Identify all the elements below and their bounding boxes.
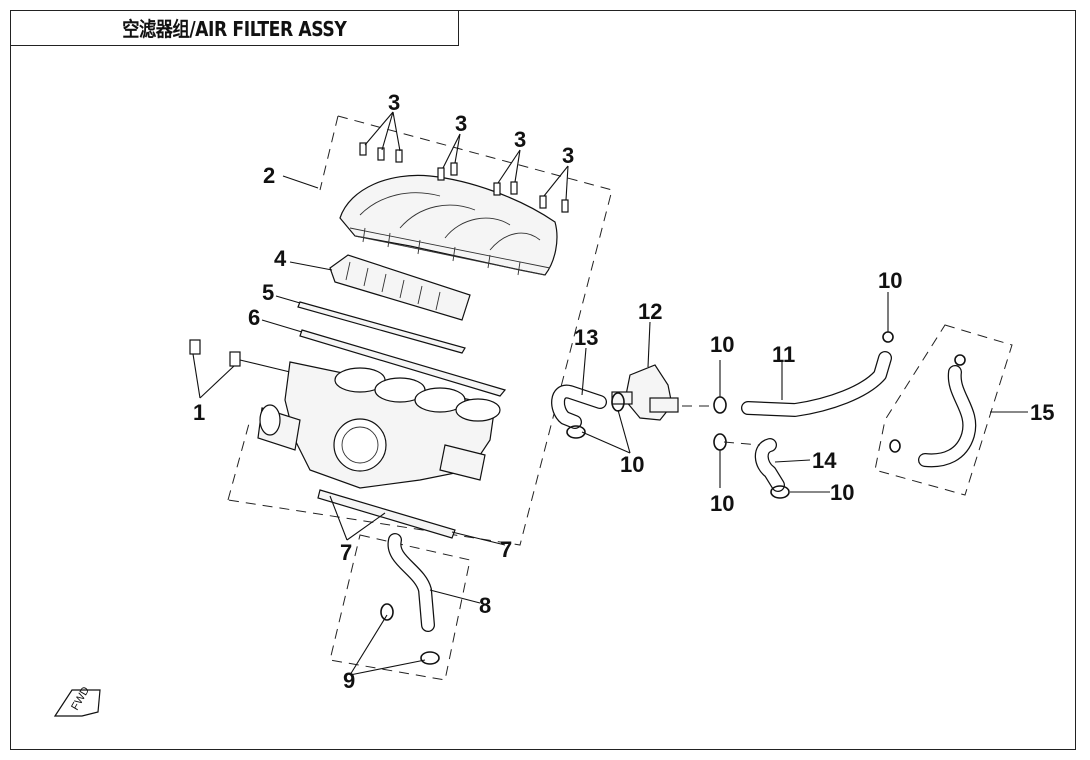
hose-11	[741, 351, 892, 417]
callout-13: 13	[574, 325, 598, 350]
page-title: 空滤器组/AIR FILTER ASSY	[121, 17, 347, 41]
callout-10-d: 10	[830, 480, 854, 505]
callout-3-c: 3	[514, 127, 526, 152]
air-box-housing	[257, 361, 501, 489]
callout-3-b: 3	[455, 111, 467, 136]
callout-10-e: 10	[878, 268, 902, 293]
gasket-5	[297, 301, 466, 354]
callout-labels: 2 3 3 3 3 4 5 6 1 7 7 8 9 10 10 10 10 10…	[193, 90, 1054, 693]
fwd-arrow: FWD	[53, 685, 101, 717]
leader-lines	[192, 111, 1028, 676]
callout-2: 2	[263, 163, 275, 188]
filter-element	[329, 254, 471, 321]
callout-3-a: 3	[388, 90, 400, 115]
callout-7-a: 7	[340, 540, 352, 565]
title-box: 空滤器组/AIR FILTER ASSY	[10, 10, 459, 46]
gasket-6	[299, 329, 507, 397]
side-bolts	[189, 339, 291, 373]
callout-10-c: 10	[710, 491, 734, 516]
callout-5: 5	[262, 280, 274, 305]
drawing-frame	[10, 10, 1076, 750]
callout-1: 1	[193, 400, 205, 425]
callout-10-b: 10	[710, 332, 734, 357]
drain-hose	[387, 533, 435, 632]
drain-hose-clamps	[380, 603, 440, 665]
callout-9: 9	[343, 668, 355, 693]
hose-15-group-box	[874, 324, 1013, 496]
hose-14	[754, 438, 785, 492]
hose-15	[918, 365, 977, 468]
cover-screws	[359, 142, 569, 213]
hose-13	[551, 384, 607, 429]
callout-8: 8	[479, 593, 491, 618]
callout-10-a: 10	[620, 452, 644, 477]
air-filter-cover	[339, 174, 558, 276]
main-assembly-group-box	[227, 115, 613, 546]
callout-7-b: 7	[500, 537, 512, 562]
callout-15: 15	[1030, 400, 1054, 425]
callout-12: 12	[638, 299, 662, 324]
callout-4: 4	[274, 246, 287, 271]
lower-gasket	[317, 489, 456, 539]
callout-6: 6	[248, 305, 260, 330]
drain-hose-group-box	[329, 534, 471, 681]
valve-12	[611, 364, 679, 421]
callout-11: 11	[772, 342, 795, 367]
callout-14: 14	[812, 448, 837, 473]
callout-3-d: 3	[562, 143, 574, 168]
